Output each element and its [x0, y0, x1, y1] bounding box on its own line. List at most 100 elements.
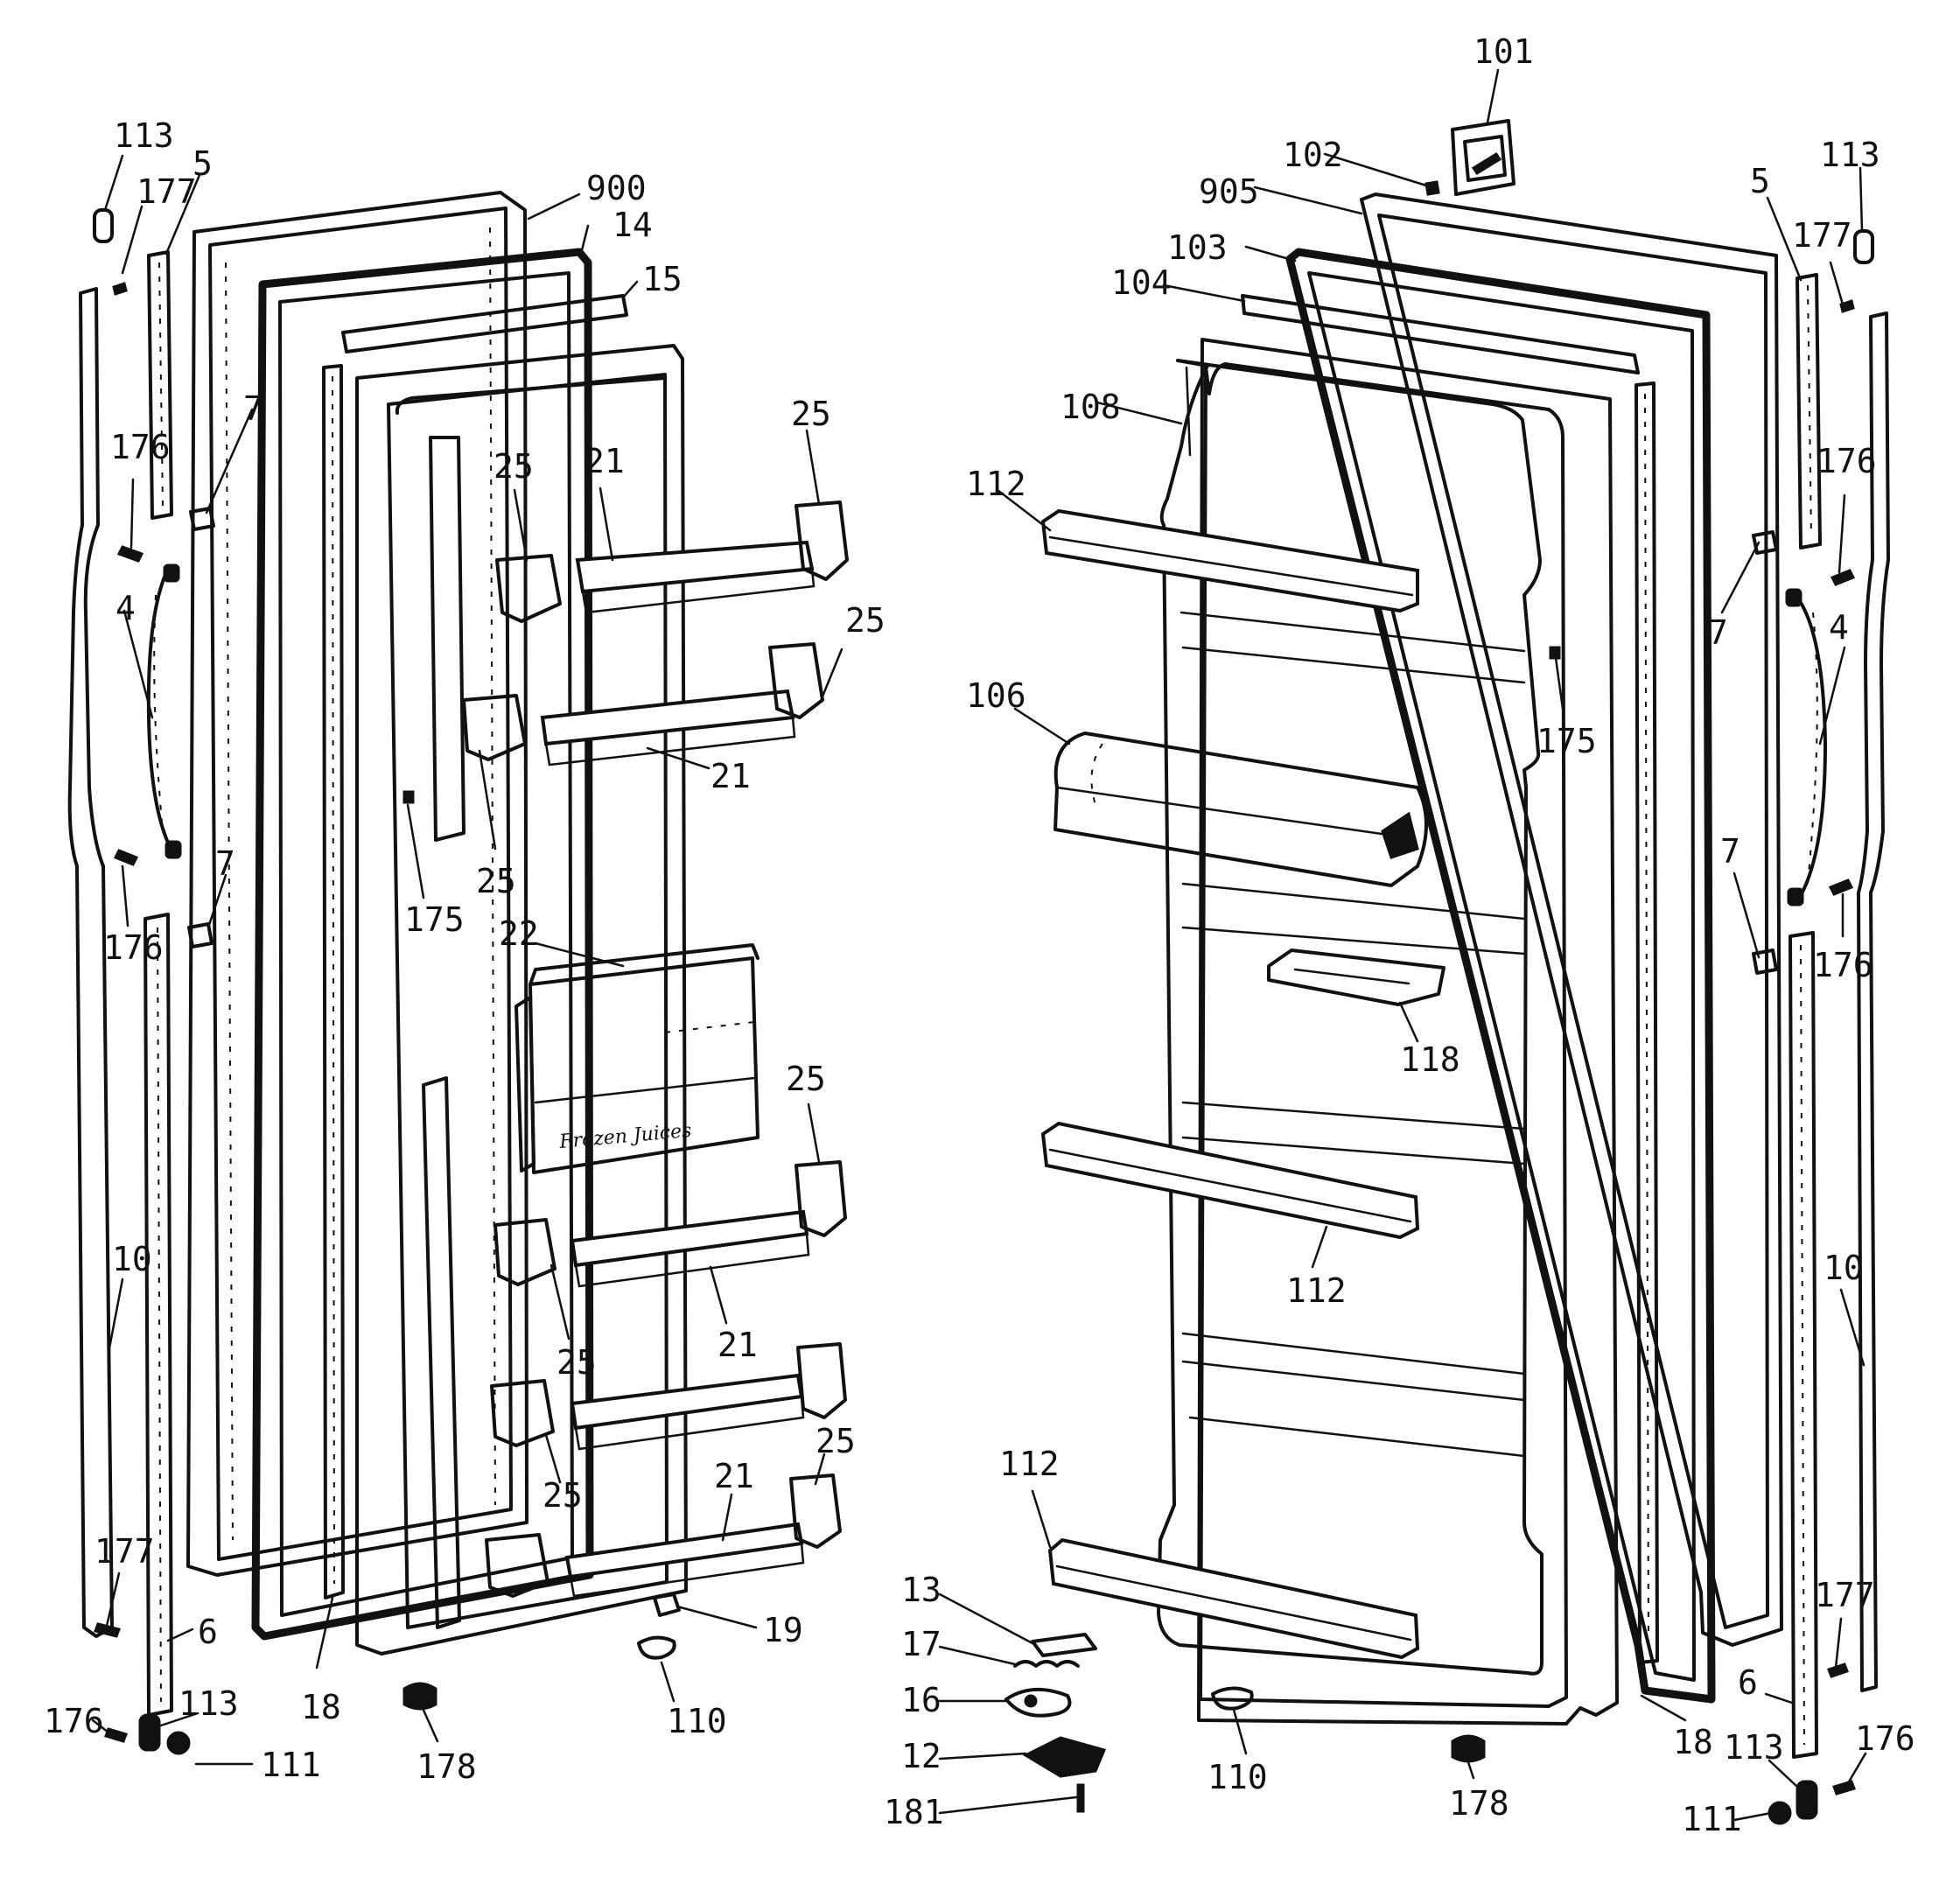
screw-175 [402, 790, 415, 804]
label-18-right: 18 [1673, 1723, 1713, 1761]
outer-door-panel-905 [1360, 192, 1783, 1647]
label-7-mid: 7 [215, 844, 235, 883]
label-905: 905 [1199, 172, 1259, 211]
label-900: 900 [586, 169, 647, 207]
handle-trim-upper-5 [147, 250, 173, 520]
label-7-top: 7 [243, 389, 263, 428]
label-112-top: 112 [966, 465, 1026, 503]
label-7-mid-right: 7 [1720, 832, 1740, 871]
handle-trim-lower-6 [144, 913, 173, 1717]
hinge-12 [1022, 1736, 1107, 1778]
screw-176-bot-right [1832, 1780, 1856, 1796]
door-shelf-21-c [494, 1160, 847, 1288]
label-178: 178 [416, 1747, 477, 1786]
screw-177-top-right [1839, 299, 1855, 313]
label-112-mid: 112 [1286, 1271, 1347, 1310]
label-181: 181 [884, 1793, 944, 1831]
handle-trim-lower-6-right [1788, 931, 1818, 1759]
hinge-cap-113-bot-right [1796, 1780, 1818, 1820]
right-door-assembly: 101 102 905 103 104 108 112 106 175 118 … [884, 32, 1915, 1838]
door-shelf-21-a [495, 500, 849, 623]
label-17: 17 [901, 1625, 942, 1663]
screw-177-top [112, 282, 128, 296]
retainer-strip-104 [1241, 294, 1640, 374]
door-liner-frame [355, 344, 688, 1656]
handle-trim-upper-5-right [1796, 273, 1822, 550]
label-21-b: 21 [710, 757, 751, 795]
door-shelf-21-b [462, 642, 824, 766]
label-6-right: 6 [1738, 1663, 1758, 1702]
label-25-f: 25 [556, 1343, 597, 1382]
label-176-top: 176 [110, 428, 171, 466]
bumper-178 [402, 1682, 438, 1711]
hinge-cap-113-top-right [1853, 229, 1874, 264]
shim-17 [1013, 1660, 1080, 1668]
bumper-110-right [1211, 1686, 1254, 1711]
screw-176-mid-right [1828, 878, 1854, 896]
label-103: 103 [1167, 228, 1228, 267]
butter-bin-106 [1054, 732, 1428, 887]
label-111: 111 [261, 1746, 321, 1784]
label-176-bot: 176 [44, 1702, 104, 1740]
left-door-assembly: Frozen Juices [44, 116, 886, 1786]
label-10-right: 10 [1824, 1249, 1864, 1287]
label-101: 101 [1474, 32, 1534, 71]
screw-176-mid [113, 849, 139, 866]
label-21-a: 21 [584, 442, 625, 480]
label-5: 5 [192, 144, 213, 183]
label-175: 175 [404, 900, 465, 939]
hinge-cap-113-top [93, 208, 114, 243]
label-10: 10 [112, 1240, 152, 1278]
door-stop-19 [653, 1592, 681, 1617]
screw-175-right [1549, 646, 1561, 660]
label-19: 19 [763, 1611, 803, 1649]
bushing-111-right [1768, 1801, 1792, 1825]
label-110: 110 [667, 1702, 727, 1740]
label-25-d: 25 [476, 862, 516, 900]
label-25-c: 25 [845, 601, 886, 640]
label-176-mid-right: 176 [1813, 946, 1873, 984]
label-176-mid: 176 [103, 928, 164, 967]
label-177-bot-right: 177 [1815, 1576, 1875, 1614]
label-25-e: 25 [786, 1060, 826, 1098]
label-13: 13 [901, 1571, 942, 1609]
bin-script-label: Frozen Juices [557, 1120, 692, 1153]
door-shelf-112-bot [1047, 1537, 1420, 1660]
door-shelf-112-mid [1040, 1121, 1420, 1240]
right-side-trim-10 [1857, 312, 1890, 1692]
hinge-cap-113-bot [138, 1713, 161, 1752]
screw-176-bot [104, 1727, 128, 1743]
label-176-bot-right: 176 [1855, 1719, 1915, 1758]
retainer-strip-15 [341, 294, 628, 354]
door-shelf-21-d [490, 1342, 847, 1451]
label-12: 12 [901, 1737, 942, 1775]
label-113-bot: 113 [178, 1684, 239, 1723]
door-handle-4-right [1794, 593, 1827, 903]
label-112-bot: 112 [999, 1445, 1060, 1483]
label-14: 14 [612, 206, 653, 244]
label-6: 6 [198, 1613, 218, 1651]
label-5-right: 5 [1750, 162, 1770, 200]
bumper-178-right [1451, 1734, 1486, 1763]
label-25-g: 25 [816, 1422, 856, 1460]
hinge-clip-7-mid-right [1752, 948, 1778, 975]
label-118: 118 [1400, 1040, 1460, 1079]
bushing-111 [166, 1731, 191, 1755]
label-177-bot: 177 [94, 1532, 155, 1571]
hinge-plate-13 [1031, 1633, 1097, 1657]
hinge-clip-7-top [189, 507, 215, 531]
screw-176-top [116, 545, 144, 563]
screw-177-bot [94, 1622, 121, 1638]
outer-door-panel-900 [186, 191, 528, 1577]
frozen-juice-bin-22: Frozen Juices [514, 943, 760, 1174]
label-110-right: 110 [1208, 1758, 1268, 1796]
door-handle-4 [146, 567, 175, 855]
label-108: 108 [1060, 388, 1121, 426]
label-113-top: 113 [114, 116, 174, 155]
door-shelf-21-e [485, 1474, 842, 1598]
label-15: 15 [642, 260, 682, 298]
label-106: 106 [966, 676, 1026, 715]
label-113-bot-right: 113 [1724, 1728, 1784, 1767]
label-177-top: 177 [136, 172, 197, 211]
